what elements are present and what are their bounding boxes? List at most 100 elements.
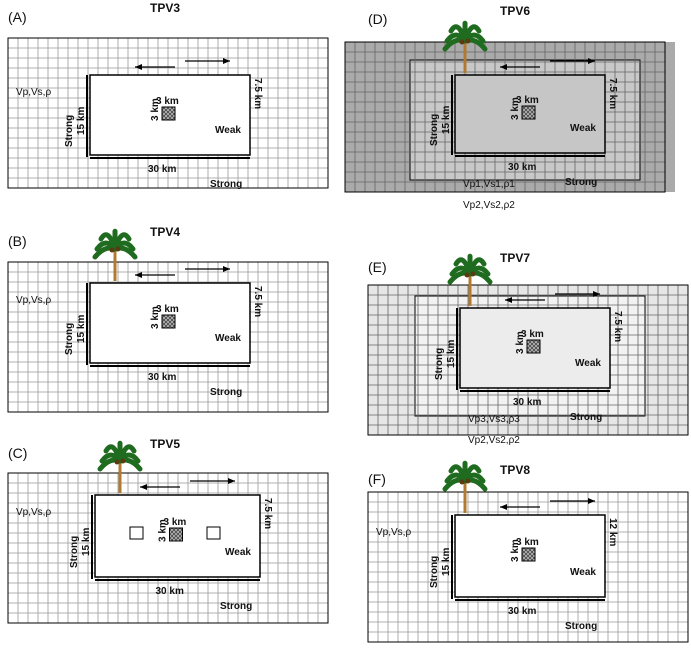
material-label: Vp,Vs,ρ <box>376 527 411 538</box>
panel-letter: (A) <box>8 9 27 25</box>
material-label-2: Vp2,Vs2,ρ2 <box>463 200 515 211</box>
slip-arrow-right <box>550 498 595 504</box>
material-label-2: Vp2,Vs2,ρ2 <box>468 435 520 446</box>
panel-letter: (E) <box>368 259 387 275</box>
length-label: 30 km <box>148 164 176 175</box>
palm-tree-icon <box>447 253 493 306</box>
slip-arrow-left <box>135 64 175 70</box>
slip-arrow-right <box>190 478 235 484</box>
nucleation-patch <box>161 106 176 121</box>
width-label: 7.5 km <box>252 286 263 317</box>
nucleation-patch <box>521 547 536 562</box>
strong-bottom-label: Strong <box>210 387 242 398</box>
palm-tree-icon <box>442 20 488 73</box>
nucleation-patch <box>526 339 541 354</box>
slip-arrow-right <box>555 291 600 297</box>
outer-box <box>367 284 689 436</box>
depth-label: 15 km <box>446 340 457 368</box>
panel-letter: (B) <box>8 233 27 249</box>
depth-label: 15 km <box>441 548 452 576</box>
width-label: 7.5 km <box>252 78 263 109</box>
palm-tree-icon <box>97 440 143 493</box>
panel-title: TPV4 <box>150 225 180 239</box>
slip-arrow-right <box>185 266 230 272</box>
slip-arrow-left <box>135 272 175 278</box>
weak-label: Weak <box>215 125 241 136</box>
weak-label: Weak <box>570 123 596 134</box>
strong-side-label: Strong <box>64 323 75 355</box>
width-label: 12 km <box>607 518 618 546</box>
patch-height-label: 3 km <box>150 306 161 329</box>
slip-arrow-right <box>550 58 595 64</box>
strong-side-label: Strong <box>429 556 440 588</box>
patch-height-label: 3 km <box>158 519 169 542</box>
strong-bottom-label: Strong <box>565 177 597 188</box>
outer-box <box>7 37 329 189</box>
weak-label: Weak <box>215 333 241 344</box>
patch-width-label: 3 km <box>516 537 539 548</box>
strong-side-label: Strong <box>64 115 75 147</box>
square-patch-left <box>129 526 144 540</box>
patch-width-label: 3 km <box>521 329 544 340</box>
patch-height-label: 3 km <box>515 331 526 354</box>
width-label: 7.5 km <box>612 311 623 342</box>
material-label: Vp,Vs,ρ <box>16 295 51 306</box>
width-label: 7.5 km <box>607 78 618 109</box>
width-label: 7.5 km <box>262 498 273 529</box>
panel-title: TPV7 <box>500 251 530 265</box>
length-label: 30 km <box>508 606 536 617</box>
panel-title: TPV3 <box>150 1 180 15</box>
slip-arrow-left <box>500 64 540 70</box>
patch-height-label: 3 km <box>510 97 521 120</box>
material-label-1: Vp3,Vs3,ρ3 <box>468 414 520 425</box>
weak-label: Weak <box>575 358 601 369</box>
depth-label: 15 km <box>441 106 452 134</box>
strong-bottom-label: Strong <box>565 621 597 632</box>
panel-title: TPV5 <box>150 437 180 451</box>
material-label: Vp,Vs,ρ <box>16 507 51 518</box>
panel-title: TPV6 <box>500 4 530 18</box>
panel-letter: (D) <box>368 11 387 27</box>
length-label: 30 km <box>156 586 184 597</box>
material-label-1: Vp1,Vs1,ρ1 <box>463 179 515 190</box>
slip-arrow-left <box>140 484 180 490</box>
outer-box <box>7 472 329 624</box>
depth-label: 15 km <box>76 107 87 135</box>
strong-side-label: Strong <box>69 536 80 568</box>
outer-box <box>344 41 666 193</box>
weak-label: Weak <box>225 547 251 558</box>
length-label: 30 km <box>508 162 536 173</box>
strong-side-label: Strong <box>429 114 440 146</box>
panel-letter: (C) <box>8 445 27 461</box>
square-patch-right <box>206 526 221 540</box>
depth-label: 15 km <box>76 315 87 343</box>
panel-title: TPV8 <box>500 463 530 477</box>
outer-box <box>7 261 329 413</box>
outer-box <box>367 491 689 643</box>
patch-height-label: 3 km <box>150 98 161 121</box>
length-label: 30 km <box>148 372 176 383</box>
patch-width-label: 3 km <box>156 96 179 107</box>
nucleation-patch <box>169 527 183 542</box>
patch-height-label: 3 km <box>510 539 521 562</box>
nucleation-patch <box>521 105 536 120</box>
strong-side-label: Strong <box>434 348 445 380</box>
strong-bottom-label: Strong <box>220 601 252 612</box>
strong-bottom-label: Strong <box>210 179 242 190</box>
slip-arrow-right <box>185 58 230 64</box>
patch-width-label: 3 km <box>516 95 539 106</box>
palm-tree-icon <box>92 228 138 281</box>
strong-bottom-label: Strong <box>570 412 602 423</box>
patch-width-label: 3 km <box>156 304 179 315</box>
weak-label: Weak <box>570 567 596 578</box>
length-label: 30 km <box>513 397 541 408</box>
slip-arrow-left <box>505 297 545 303</box>
patch-width-label: 3 km <box>164 517 187 528</box>
nucleation-patch <box>161 314 176 329</box>
depth-label: 15 km <box>81 528 92 556</box>
